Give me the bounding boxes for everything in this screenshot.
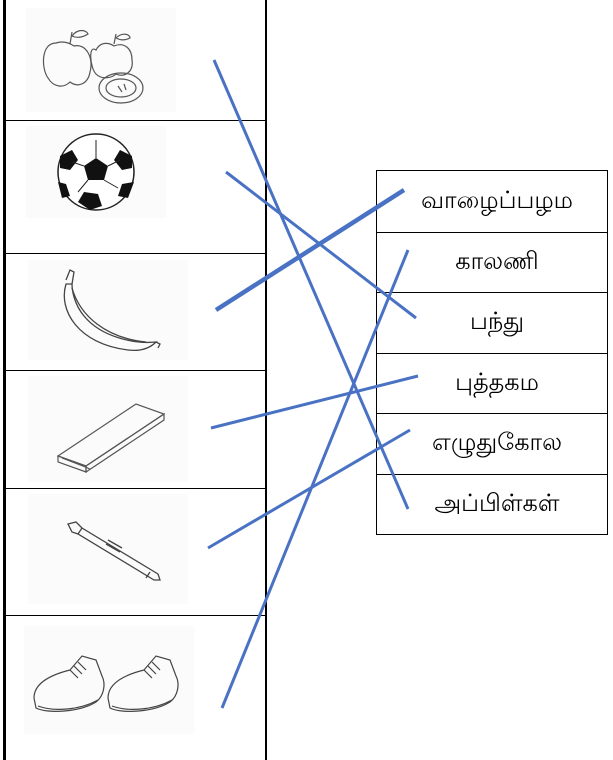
- match-line-book: [211, 376, 418, 428]
- match-line-apples: [214, 60, 408, 509]
- match-line-shoes: [222, 250, 408, 708]
- match-line-pen: [208, 430, 410, 548]
- match-line-banana: [216, 190, 404, 310]
